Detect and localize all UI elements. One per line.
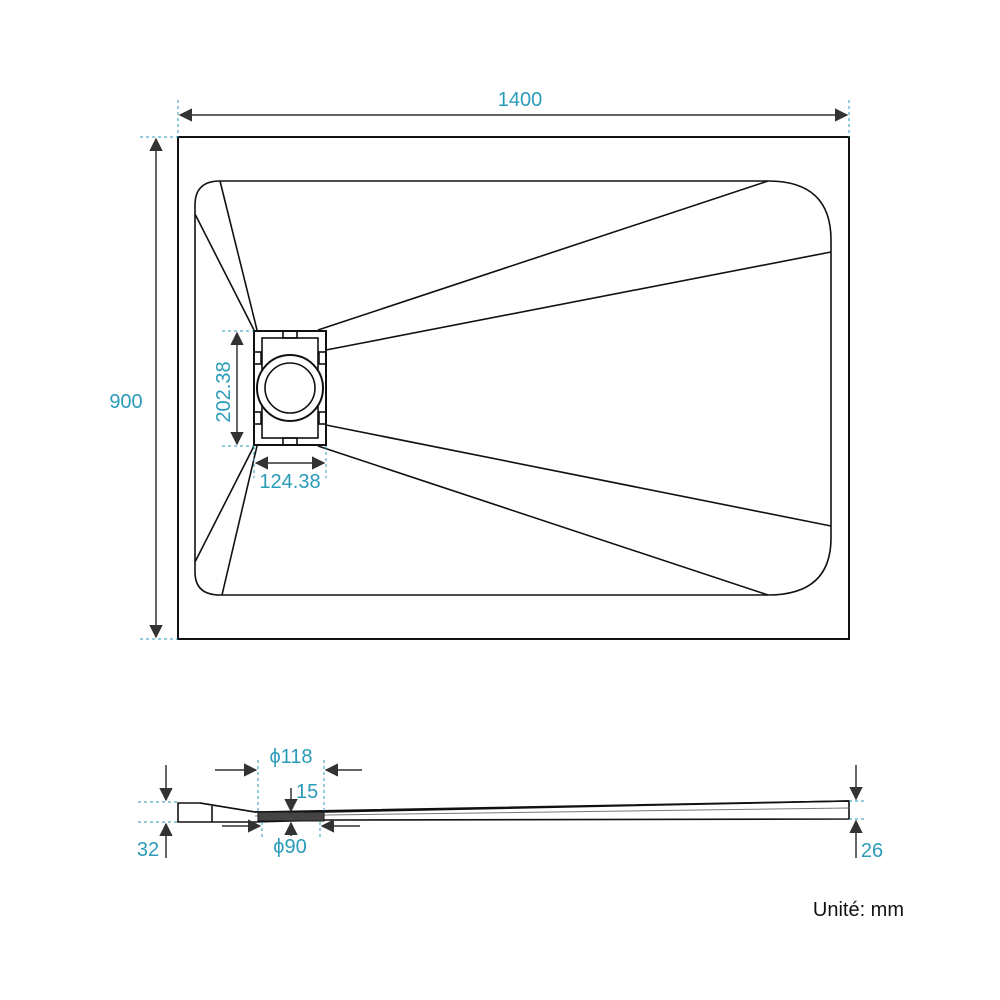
drain-height-dimension-label: 202.38 bbox=[213, 361, 235, 422]
thickness-max-label: 26 bbox=[861, 840, 883, 862]
drain-outlet-ring bbox=[256, 354, 324, 422]
drain-section bbox=[257, 811, 325, 822]
drain-width-dimension-label: 124.38 bbox=[259, 471, 320, 493]
basin-outline bbox=[194, 180, 832, 596]
top-view: 1400 900 202.38 124.38 bbox=[109, 89, 850, 640]
drain-depth-label: 15 bbox=[296, 781, 318, 803]
pipe-diameter-label: ϕ90 bbox=[273, 836, 306, 858]
slope-lines bbox=[194, 180, 832, 596]
depth-dimension-label: 900 bbox=[109, 391, 142, 413]
drain-outlet-hole bbox=[264, 362, 316, 414]
side-view: ϕ118 15 ϕ90 32 26 bbox=[137, 746, 883, 862]
drain-assembly bbox=[253, 330, 327, 446]
unit-label: Unité: mm bbox=[813, 899, 904, 921]
thickness-min-label: 32 bbox=[137, 839, 159, 861]
outlet-diameter-label: ϕ118 bbox=[269, 746, 312, 768]
tray-outline bbox=[177, 136, 850, 640]
width-dimension-label: 1400 bbox=[498, 89, 543, 111]
